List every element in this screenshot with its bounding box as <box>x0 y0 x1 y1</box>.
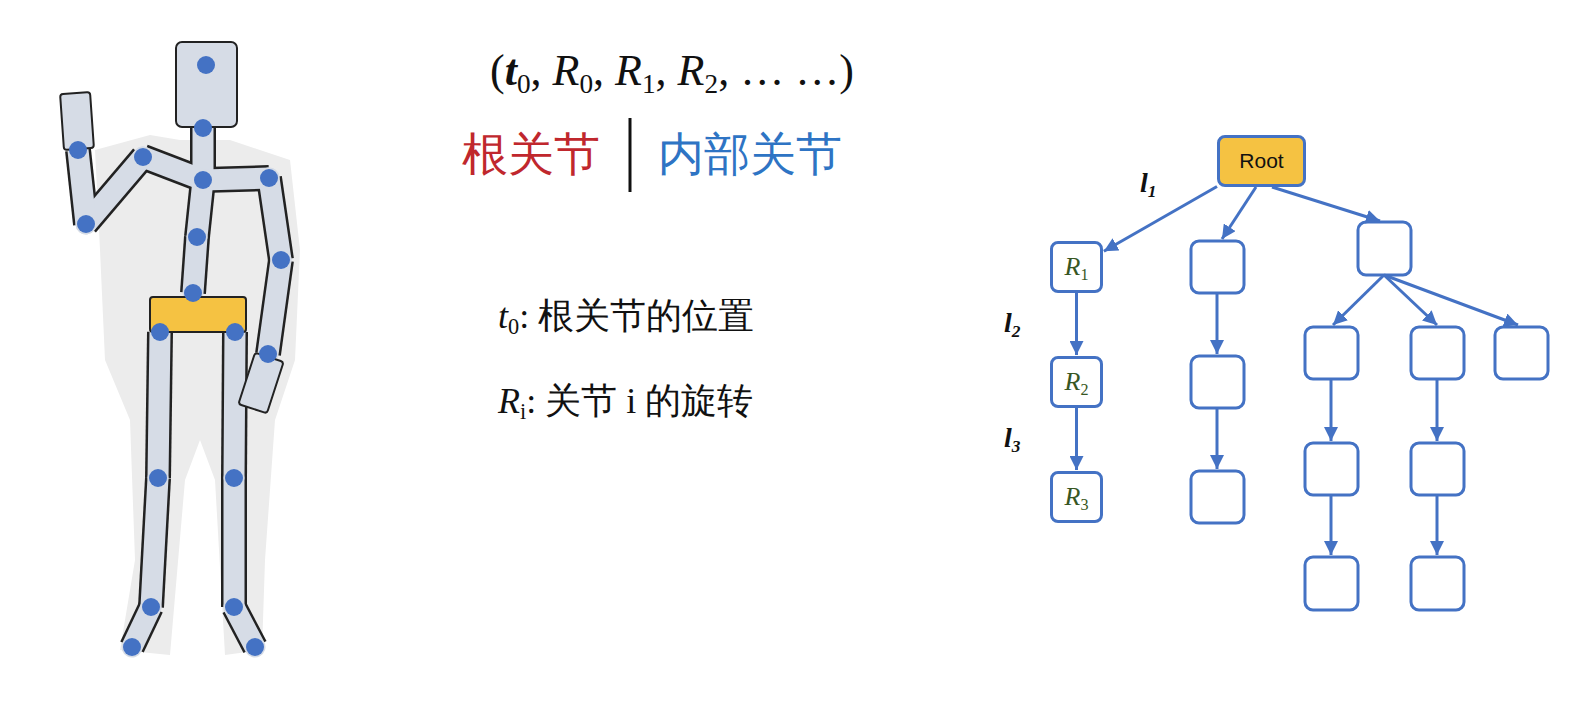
joint-box: R1 <box>1050 241 1103 293</box>
tuple-formula: (t0, R0, R1, R2, … …) <box>490 46 854 97</box>
root-joint-label: 根关节 <box>462 128 600 181</box>
node-label: R2 <box>1065 368 1089 397</box>
stick-figure <box>60 42 290 656</box>
definition-text: Ri: 关节 i 的旋转 <box>498 381 753 422</box>
bone-length-label: l1 <box>1138 168 1158 199</box>
tree-arrow <box>1075 293 1078 355</box>
separator-bar <box>629 118 632 192</box>
tree-arrow <box>1075 408 1078 470</box>
person-shadow <box>95 135 300 655</box>
empty-tree-boxes <box>1191 222 1548 610</box>
bone-length-label: l2 <box>1002 308 1022 339</box>
joint-box: R2 <box>1050 356 1103 408</box>
root-box: Root <box>1217 135 1306 187</box>
tree-arrow <box>1104 186 1217 251</box>
joint-box: R3 <box>1050 471 1103 523</box>
node-label: R3 <box>1065 483 1089 512</box>
node-label: Root <box>1239 149 1283 172</box>
node-label: R1 <box>1065 253 1089 282</box>
definition-text: t0: 根关节的位置 <box>498 296 754 337</box>
inner-joint-label: 内部关节 <box>658 128 842 181</box>
tree-wires <box>1217 187 1518 555</box>
bone-length-label: l3 <box>1002 423 1022 454</box>
